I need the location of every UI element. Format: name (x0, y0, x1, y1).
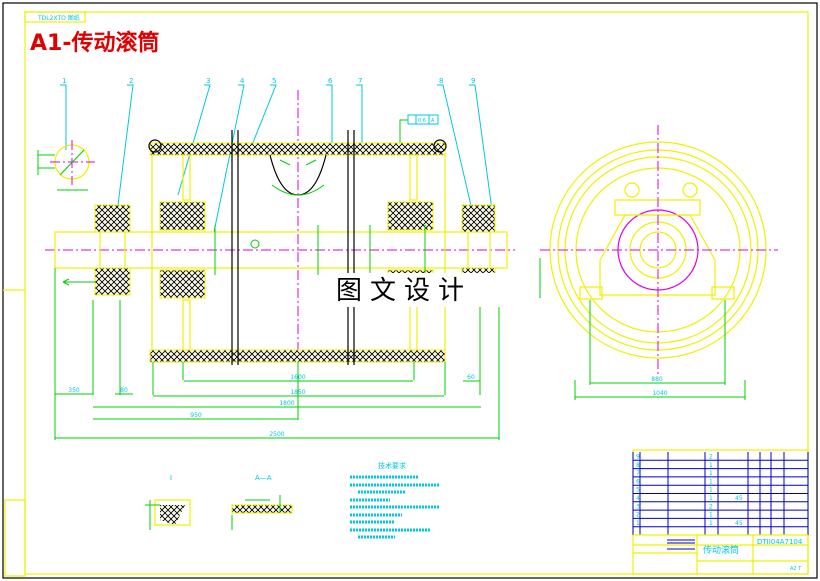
bearing-left-top (94, 204, 131, 233)
part-material: 45 (735, 520, 743, 527)
part-quantity: 1 (709, 520, 713, 527)
part-number: 6 (636, 478, 640, 485)
svg-text:950: 950 (190, 412, 202, 419)
part-quantity: 1 (709, 512, 713, 519)
bearing-right-top (461, 204, 496, 233)
part-quantity: 2 (709, 503, 713, 510)
part-quantity: 1 (709, 478, 713, 485)
part-quantity: 1 (709, 495, 713, 502)
hub-right-top (387, 201, 434, 231)
parts-row: 4 1 45 (633, 495, 808, 503)
part-number: 1 (636, 520, 640, 527)
top-label-box (24, 11, 86, 23)
svg-text:60: 60 (467, 374, 475, 381)
detail-views: I A—A (145, 474, 293, 530)
part-number: 4 (636, 495, 640, 502)
dimensions: 350 80 1600 1850 1800 950 2500 60 (54, 268, 500, 440)
shaft (54, 231, 508, 269)
top-label: TDL2XTO 图纸 (37, 14, 80, 22)
part-number: 2 (636, 512, 640, 519)
balloon-8: 8 (439, 77, 443, 85)
sheet-info: A2 T (790, 566, 802, 572)
svg-text:A: A (431, 118, 435, 124)
part-quantity: 1 (709, 470, 713, 477)
part-number: 5 (636, 487, 640, 494)
balloon-3: 3 (206, 77, 210, 85)
detail-label-i: I (170, 474, 172, 482)
balloon-1: 1 (62, 77, 66, 85)
part-number: 7 (636, 470, 640, 477)
balloon-leaders: 1 2 3 4 5 6 7 8 9 (60, 77, 493, 233)
side-strip (4, 499, 26, 577)
svg-text:1040: 1040 (652, 390, 667, 397)
svg-text:350: 350 (68, 387, 80, 394)
svg-text:880: 880 (651, 376, 663, 383)
balloon-7: 7 (358, 77, 362, 85)
part-number: 3 (636, 503, 640, 510)
drawing-name: 传动滚筒 (703, 544, 739, 556)
balloon-6: 6 (328, 77, 333, 85)
part-quantity: 1 (709, 462, 713, 469)
drawing-title: A1-传动滚筒 (30, 30, 159, 56)
watermark: 图文设计 (336, 276, 472, 306)
part-material: 45 (735, 495, 743, 502)
svg-text:2500: 2500 (269, 431, 284, 438)
tolerance-frame: 0.6 A (399, 114, 439, 145)
part-quantity: 2 (709, 454, 713, 461)
svg-text:1600: 1600 (290, 374, 305, 381)
hub-left-top (159, 201, 206, 231)
balloon-4: 4 (240, 77, 245, 85)
detail-label-aa: A—A (255, 474, 272, 482)
drawing-frame (24, 11, 809, 575)
drum-section-view (45, 90, 515, 375)
svg-text:1800: 1800 (279, 400, 294, 407)
watermark-box (322, 273, 500, 307)
key-section-view (37, 140, 95, 191)
parts-row: 1 1 45 (633, 520, 808, 528)
part-quantity: 1 (709, 487, 713, 494)
balloon-5: 5 (272, 77, 276, 85)
bearing-left-bottom (94, 267, 131, 296)
svg-text:0.6: 0.6 (418, 118, 426, 124)
drum-end-view: 880 1040 (539, 125, 778, 400)
shell-top (149, 142, 446, 156)
svg-text:80: 80 (120, 387, 128, 394)
drawing-code: DTII04A7104 (757, 538, 803, 546)
hub-left-bottom (159, 269, 206, 299)
tech-requirements-heading: 技术要求 (378, 461, 406, 470)
shell-bottom (149, 349, 446, 363)
svg-text:1850: 1850 (290, 389, 305, 396)
part-number: 8 (636, 462, 640, 469)
tech-requirements: 技术要求 (350, 461, 440, 539)
part-number: 9 (636, 454, 640, 461)
balloon-9: 9 (471, 77, 475, 85)
balloon-2: 2 (129, 77, 133, 85)
